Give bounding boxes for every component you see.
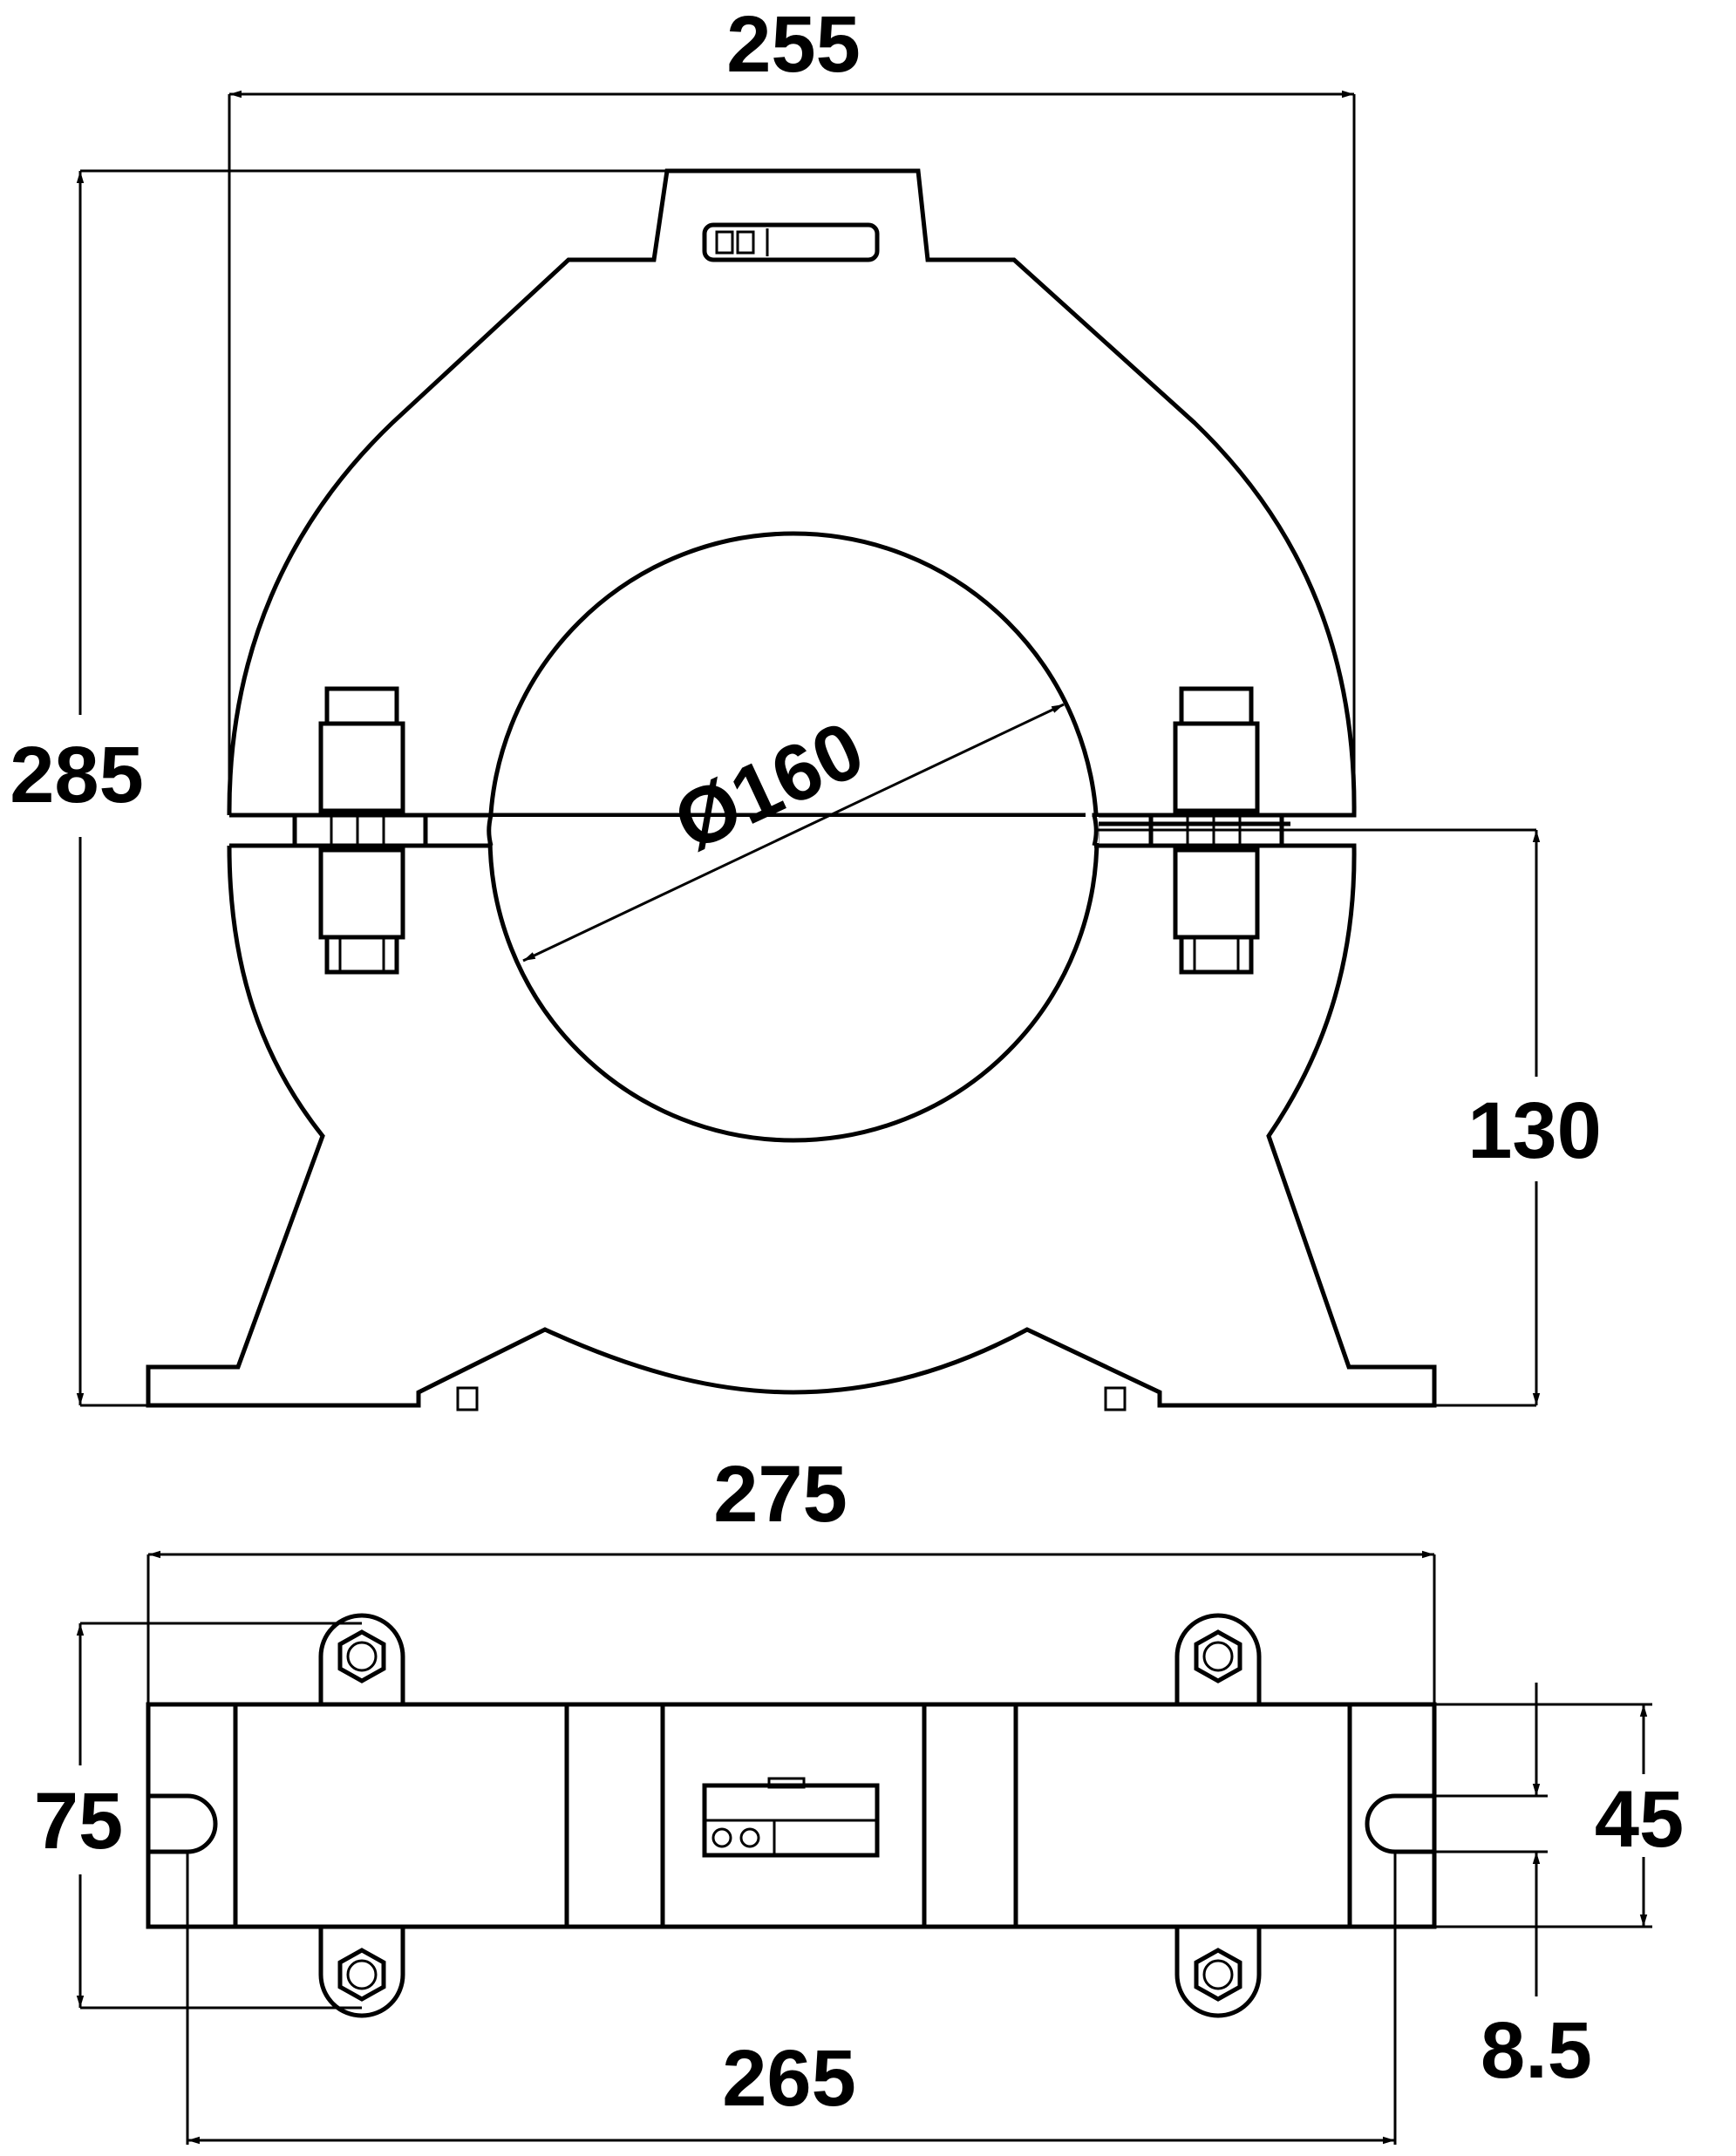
dim-center-height: 130 [1467, 1086, 1602, 1175]
dim-depth: 75 [34, 1777, 123, 1866]
bolt-ear-top-right [1174, 1613, 1262, 1704]
dim-slot-spacing: 265 [722, 2034, 856, 2123]
dim-slot-offset: 8.5 [1481, 2006, 1592, 2095]
plan-body-outline [146, 1702, 1437, 1929]
front-view: 255 285 Ø160 130 [10, 0, 1602, 1411]
bolt-ear-bottom-left [318, 1927, 405, 2018]
lower-housing-outline [146, 843, 1437, 1408]
dim-slot-width: 45 [1595, 1775, 1684, 1864]
plan-view: 275 75 265 45 8.5 [34, 1450, 1684, 2145]
dim-base-length: 275 [713, 1450, 848, 1539]
dim-overall-height: 285 [10, 731, 144, 820]
left-bolt-assembly [292, 686, 428, 975]
dim-top-width: 255 [726, 0, 861, 89]
bolt-ear-bottom-right [1174, 1927, 1262, 2018]
terminal-plate [702, 222, 880, 262]
bolt-ear-top-left [318, 1613, 405, 1704]
